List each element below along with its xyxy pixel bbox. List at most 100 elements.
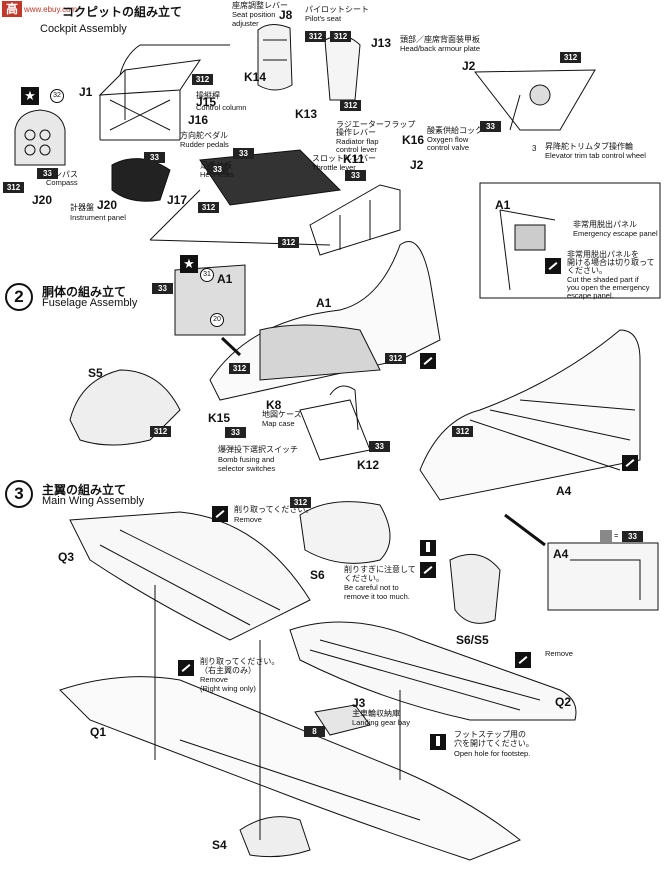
seat-adj-en1: Seat position <box>232 10 276 19</box>
part-j17: J17 <box>167 193 188 207</box>
oxygen-jp: 酸素供給コック <box>427 126 483 135</box>
part-j20: J20 <box>32 193 53 207</box>
cut-icon <box>178 660 194 676</box>
step1-title-en: Cockpit Assembly <box>40 23 127 35</box>
paint-badge: 312 <box>192 74 213 85</box>
elev-en: Elevator trim tab control wheel <box>545 151 646 160</box>
throttle-en: Throttle lever <box>312 163 356 172</box>
a1-inset-box <box>479 182 661 299</box>
gear-bay-en: Landing gear bay <box>352 718 410 727</box>
map-jp: 地図ケース <box>262 410 302 419</box>
step3-title-en: Main Wing Assembly <box>42 495 145 507</box>
remove-en: Remove <box>234 515 262 524</box>
paint-badge: 312 <box>385 353 406 364</box>
part-q1: Q1 <box>90 725 107 739</box>
cut-icon <box>420 562 436 578</box>
part-a4b: A4 <box>553 547 569 561</box>
cut-icon <box>545 258 561 274</box>
paint-badge: 312 <box>560 52 581 63</box>
radiator-en2: control lever <box>336 145 377 154</box>
radiator-jp2: 操作レバー <box>336 128 376 137</box>
paint-badge: 312 <box>198 202 219 213</box>
part-a1c: A1 <box>316 296 332 310</box>
paint-badge-33: 33 <box>152 283 173 294</box>
map-en: Map case <box>262 419 295 428</box>
part-q3: Q3 <box>58 550 75 564</box>
control-col-en: Control column <box>196 103 247 112</box>
cut-note-en3: escape panel. <box>567 291 614 300</box>
head-armour-jp: 頭部／座席背面装甲板 <box>400 35 480 44</box>
part-k12: K12 <box>357 458 380 472</box>
j17-part <box>111 158 171 202</box>
watermark-logo: 高 <box>2 1 22 17</box>
cockpit-subassembly <box>299 399 371 461</box>
star-marker-icon: ★ <box>180 255 198 273</box>
cut-note-en2: you open the emergency <box>567 283 650 292</box>
part-j8: J8 <box>279 8 293 22</box>
num3: 3 <box>532 144 537 153</box>
part-q2: Q2 <box>555 695 572 709</box>
part-k11: K11 <box>343 152 365 166</box>
equals-sign: = <box>614 531 619 540</box>
q1-wing <box>59 676 521 861</box>
careful-jp1: 削りすぎに注意して <box>344 565 416 574</box>
paint-badge: 312 <box>229 363 250 374</box>
control-col-jp: 操縦桿 <box>196 91 220 100</box>
paint-badge-8: 8 <box>304 726 325 737</box>
elev-jp: 昇降舵トリムタブ操作輪 <box>545 142 633 151</box>
part-j3: J3 <box>352 696 366 710</box>
shade-swatch <box>600 530 612 542</box>
part-k13: K13 <box>295 107 318 121</box>
paint-badge-33: 33 <box>480 121 501 132</box>
drill-icon <box>420 540 436 556</box>
careful-jp2: ください。 <box>344 574 384 583</box>
j1-frame <box>99 70 181 141</box>
circle-31: 31 <box>200 268 214 282</box>
paint-badge: 312 <box>305 31 326 42</box>
paint-badge: 312 <box>290 497 311 508</box>
footstep-en: Open hole for footstep. <box>454 749 531 758</box>
paint-badge-33: 33 <box>369 441 390 452</box>
remove-jp1: 削り取ってください。 <box>234 505 314 514</box>
compass-en: Compass <box>46 178 78 187</box>
seat-adj-jp: 座席調整レバー <box>232 1 288 10</box>
radiator-jp1: ラジエーターフラップ <box>336 120 416 129</box>
paint-badge: 312 <box>3 182 24 193</box>
j13-armour <box>324 35 361 101</box>
part-s5: S5 <box>88 366 103 380</box>
part-j2: J2 <box>410 158 424 172</box>
step3-title-jp: 主翼の組み立て <box>42 483 127 497</box>
j3-bay <box>314 704 371 736</box>
part-k16: K16 <box>402 133 425 147</box>
part-k14: K14 <box>244 70 267 84</box>
cut-note-en1: Cut the shaded part if <box>567 275 639 284</box>
circle-20: 20 <box>210 313 224 327</box>
radiator-en1: Radiator flap <box>336 137 379 146</box>
careful-en1: Be careful not to <box>344 583 399 592</box>
arrow-to-a4-inset <box>504 513 546 547</box>
paint-badge: 312 <box>150 426 171 437</box>
paint-badge-33: 33 <box>622 531 643 542</box>
part-s6: S6 <box>310 568 325 582</box>
cut-icon <box>420 353 436 369</box>
part-k8: K8 <box>266 398 282 412</box>
part-s6s5: S6/S5 <box>456 633 489 647</box>
part-j20b: J20 <box>97 198 118 212</box>
instr-jp: 計器盤 <box>70 203 94 212</box>
paint-badge-33: 33 <box>225 427 246 438</box>
remove-right-en1: Remove <box>200 675 228 684</box>
circle-32: 32 <box>50 89 64 103</box>
part-a4: A4 <box>556 484 572 498</box>
remove-right-en2: (Right wing only) <box>200 684 256 693</box>
drill-icon <box>430 734 446 750</box>
part-k15: K15 <box>208 411 231 425</box>
paint-badge: 312 <box>278 237 299 248</box>
footstep-jp2: 穴を開けてください。 <box>454 739 534 748</box>
step2-title-en: Fuselage Assembly <box>42 297 138 309</box>
star-marker-icon: ★ <box>21 87 39 105</box>
part-j13: J13 <box>371 36 392 50</box>
gear-bay-jp: 主車輪収納庫 <box>352 709 400 718</box>
part-s4: S4 <box>212 838 227 852</box>
